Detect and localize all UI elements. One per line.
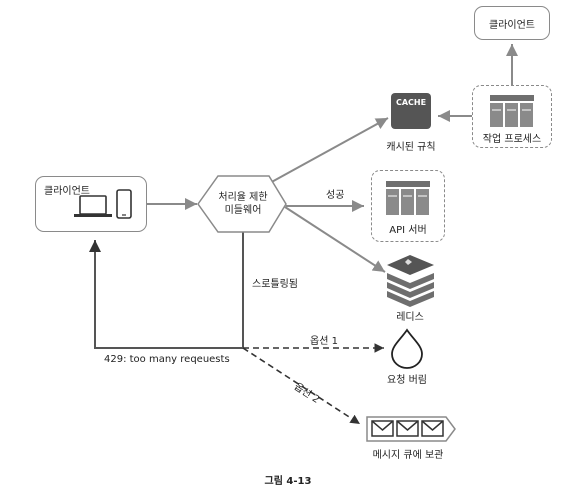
error-label: 429: too many reqeuests <box>104 354 230 365</box>
queue-label: 메시지 큐에 보관 <box>372 450 444 461</box>
figure-caption: 그림 4-13 <box>264 476 312 487</box>
rate-limiter-label-2: 미들웨어 <box>224 205 262 216</box>
cache-icon <box>391 93 431 129</box>
api-server-icon <box>386 181 430 215</box>
client-main-label: 클라이언트 <box>44 186 90 197</box>
client-main-box <box>35 176 147 232</box>
worker-label: 작업 프로세스 <box>482 134 542 145</box>
redis-label: 레디스 <box>396 312 424 323</box>
redis-icon <box>387 255 434 307</box>
laptop-icon <box>74 195 112 217</box>
rate-limiter-label-1: 처리율 제한 <box>218 192 268 203</box>
cache-icon-text: CACHE <box>395 98 427 107</box>
arrow-limiter-to-cache <box>267 117 389 185</box>
worker-box <box>472 85 552 148</box>
drop-icon <box>391 328 423 369</box>
api-server-label: API 서버 <box>389 225 427 236</box>
api-server-box <box>371 170 445 242</box>
cache-label: 캐시된 규칙 <box>386 142 436 153</box>
arrow-limiter-to-redis <box>271 195 386 273</box>
success-label: 성공 <box>326 190 345 201</box>
client-top-box: 클라이언트 <box>474 6 550 40</box>
client-top-label: 클라이언트 <box>489 19 535 31</box>
throttle-label: 스로틀링됨 <box>252 279 298 290</box>
drop-label: 요청 버림 <box>387 375 427 386</box>
server-rack-icon <box>490 95 534 127</box>
option1-label: 옵션 1 <box>310 336 338 347</box>
rate-limiter-hexagon <box>197 175 287 233</box>
message-queue-icon <box>366 416 456 442</box>
phone-icon <box>116 189 132 219</box>
arrow-option2-queue <box>242 347 361 425</box>
arrow-throttled-return <box>89 232 244 349</box>
